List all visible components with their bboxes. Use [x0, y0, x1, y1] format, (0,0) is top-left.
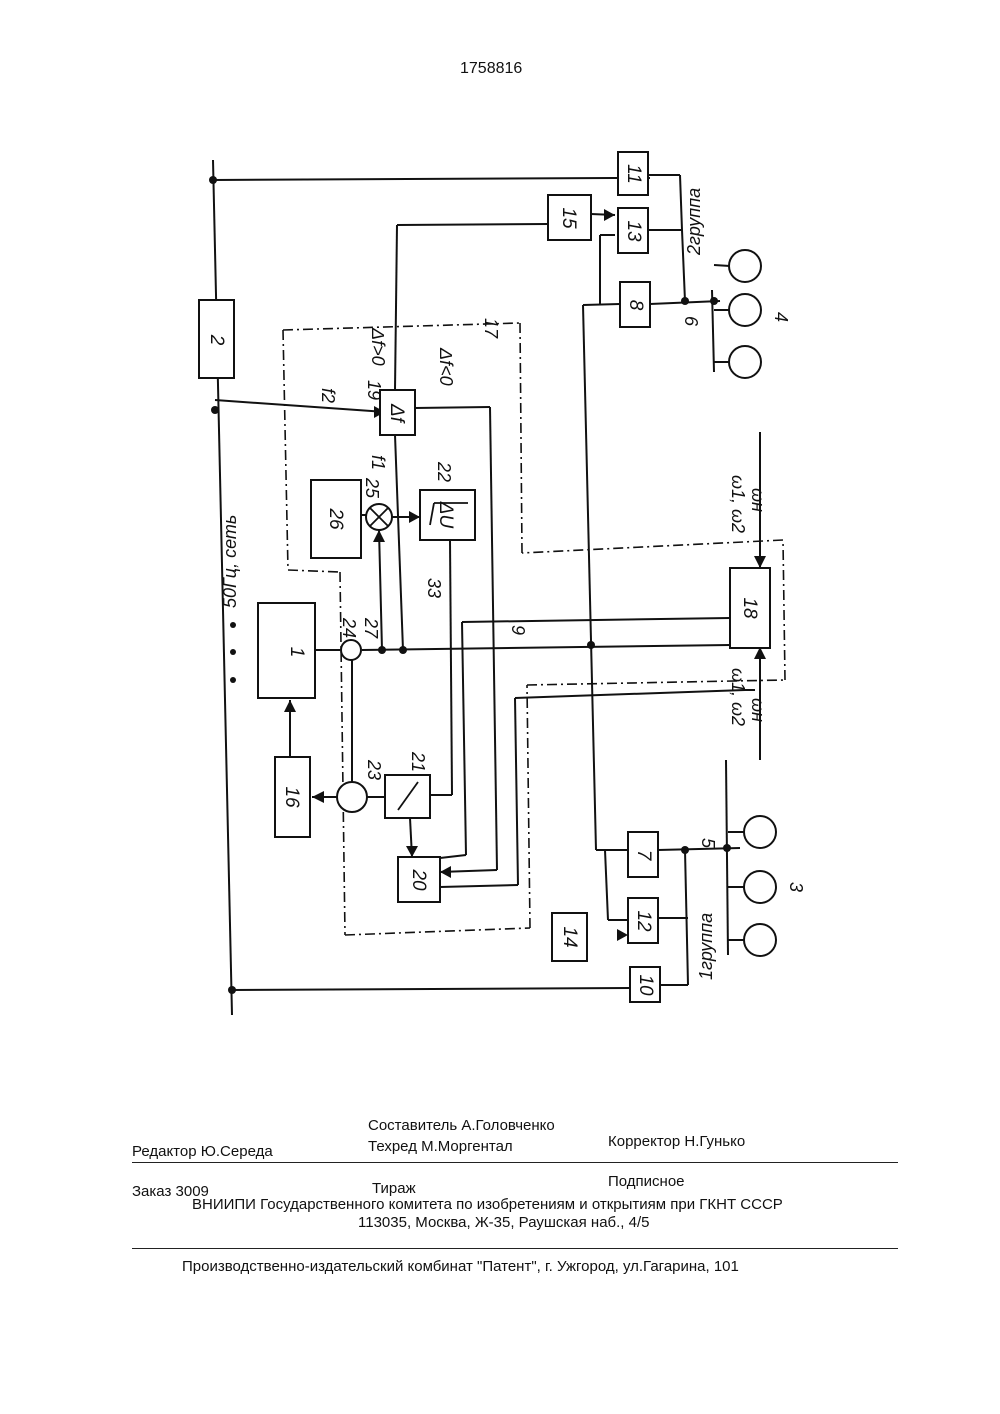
label-21: 21 — [408, 751, 428, 772]
label-24: 24 — [339, 617, 359, 638]
label-33: 33 — [424, 578, 444, 598]
network-label: 50Гц, сеть — [220, 515, 240, 608]
block-label-16: 16 — [281, 786, 302, 808]
footer-rule-1 — [132, 1162, 898, 1163]
label-22: 22 — [434, 461, 454, 482]
label-omega-bot-1: ω1, ω2 — [728, 668, 748, 726]
group-2-label: 2группа — [684, 188, 704, 256]
footer-printer: Производственно-издательский комбинат "П… — [182, 1258, 739, 1275]
block-label-8: 8 — [625, 300, 646, 311]
block-label-12: 12 — [633, 910, 654, 932]
motor-2c — [729, 346, 761, 378]
label-3: 3 — [786, 882, 806, 892]
block-label-2: 2 — [206, 334, 227, 346]
footer-corrector: Корректор Н.Гунько — [608, 1133, 745, 1150]
label-17: 17 — [481, 318, 501, 339]
footer-compiler: Составитель А.Головченко — [368, 1117, 555, 1134]
label-omega-top-2: ωн — [748, 488, 768, 512]
label-27: 27 — [361, 617, 381, 639]
label-6: 6 — [681, 316, 701, 327]
label-5: 5 — [698, 838, 718, 849]
footer-rule-2 — [132, 1248, 898, 1249]
label-4: 4 — [771, 312, 791, 322]
motor-1b — [744, 871, 776, 903]
label-25: 25 — [362, 477, 382, 499]
block-label-13: 13 — [623, 220, 644, 242]
motor-1a — [744, 816, 776, 848]
footer-org: ВНИИПИ Государственного комитета по изоб… — [192, 1196, 783, 1213]
footer-circulation: Тираж — [372, 1180, 416, 1197]
block-label-1: 1 — [286, 647, 307, 658]
node-24 — [341, 640, 361, 660]
block-label-22: ΔU — [435, 501, 456, 529]
block-label-15: 15 — [558, 207, 579, 229]
motor-2b — [729, 294, 761, 326]
circuit-diagram: 1 2 7 8 10 11 12 13 14 15 16 18 Δf 20 ΔU… — [0, 0, 1000, 1100]
block-label-14: 14 — [559, 926, 580, 947]
label-f2: f2 — [318, 388, 338, 403]
node-23 — [337, 782, 367, 812]
label-23: 23 — [364, 759, 384, 780]
footer-techred: Техред М.Моргентал — [368, 1138, 513, 1155]
label-omega-top-1: ω1, ω2 — [728, 475, 748, 533]
motor-2a — [729, 250, 761, 282]
block-label-10: 10 — [635, 974, 656, 996]
motor-1c — [744, 924, 776, 956]
footer-subscription: Подписное — [608, 1173, 685, 1190]
footer-address: 113035, Москва, Ж-35, Раушская наб., 4/5 — [358, 1214, 650, 1231]
block-label-26: 26 — [325, 507, 346, 530]
block-label-20: 20 — [408, 868, 429, 891]
label-f1: f1 — [368, 455, 388, 470]
block-label-19: Δf — [386, 403, 407, 424]
footer-editor: Редактор Ю.Середа — [132, 1143, 273, 1160]
label-df-neg: Δf<0 — [436, 347, 456, 386]
label-9: 9 — [508, 625, 528, 635]
group-1-label: 1группа — [696, 913, 716, 980]
label-omega-bot-2: ωн — [748, 698, 768, 722]
block-label-18: 18 — [739, 597, 760, 619]
label-df-pos: Δf>0 — [368, 327, 388, 366]
label-19: 19 — [364, 380, 384, 400]
block-label-11: 11 — [623, 164, 644, 184]
block-label-7: 7 — [633, 850, 654, 862]
